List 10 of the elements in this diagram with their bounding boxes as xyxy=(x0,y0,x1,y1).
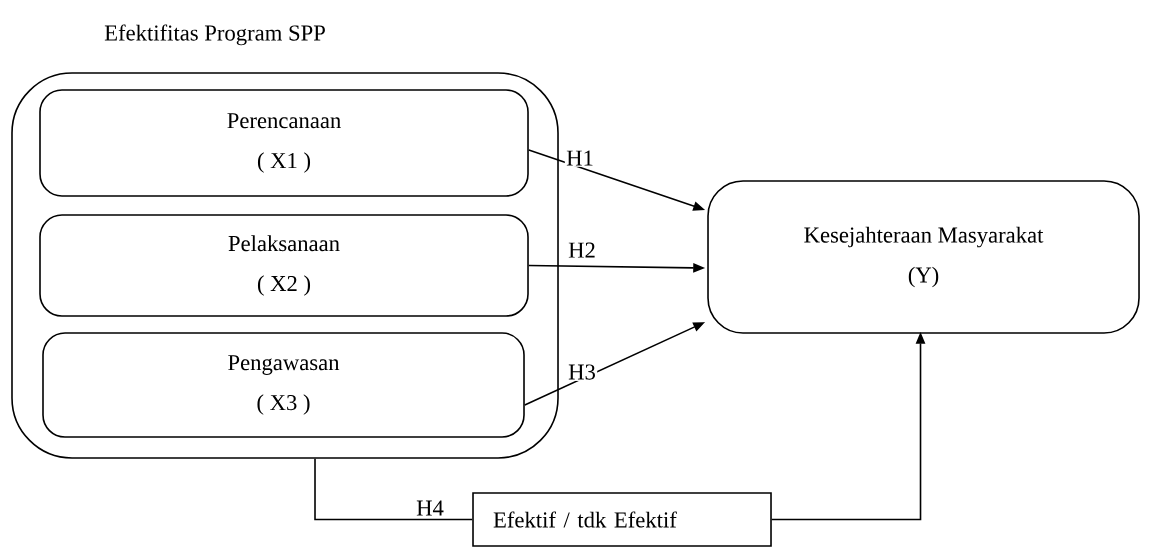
variable-box: Perencanaan ( X1 ) xyxy=(39,89,529,197)
moderator-box: Efektif / tdk Efektif xyxy=(472,492,772,547)
variable-box: Pengawasan ( X3 ) xyxy=(42,332,525,438)
edge-label: H4 xyxy=(414,499,446,517)
edge-label: H3 xyxy=(566,363,598,381)
variable-box: Pelaksanaan ( X2 ) xyxy=(39,214,529,317)
edge-label: H1 xyxy=(564,149,596,167)
outcome-box: Kesejahteraan Masyarakat (Y) xyxy=(707,180,1140,334)
edge-label: H2 xyxy=(566,241,598,259)
node-label: Efektifitas Program SPP xyxy=(104,24,325,46)
